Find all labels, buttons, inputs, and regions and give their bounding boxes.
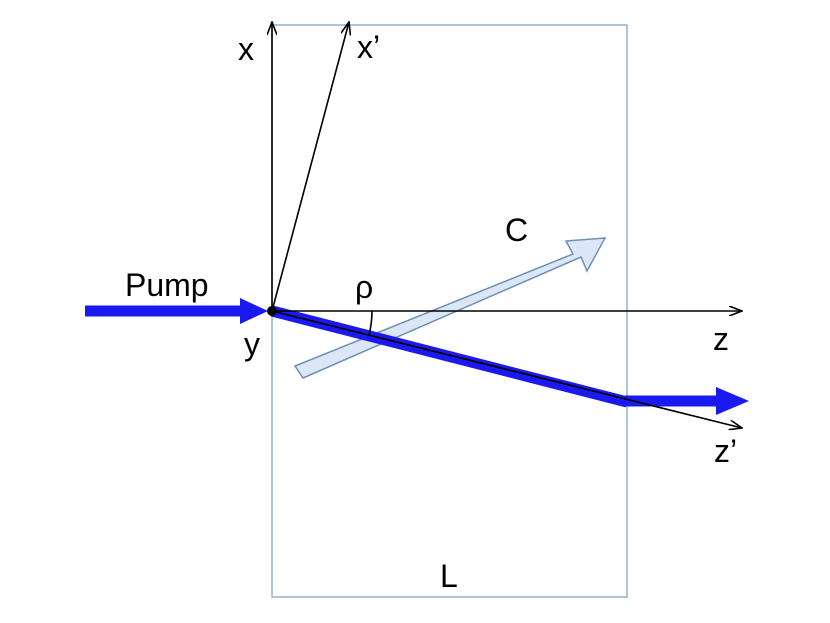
x-prime-axis [271,22,349,312]
rho-angle-arc [368,310,373,336]
label-y: y [244,326,260,362]
c-axis-arrow [293,237,607,379]
label-rho: ρ [355,269,373,305]
z-prime-axis [271,310,742,428]
label-z: z [713,321,729,357]
output-beam-arrowhead [716,387,749,415]
label-c: C [505,212,528,248]
label-pump: Pump [125,267,209,303]
label-x: x [238,31,254,67]
pump-beam-arrowhead [240,298,268,324]
label-x-prime: x’ [357,29,380,65]
label-l: L [440,558,458,594]
origin-point [267,306,277,316]
label-z-prime: z’ [714,433,737,469]
